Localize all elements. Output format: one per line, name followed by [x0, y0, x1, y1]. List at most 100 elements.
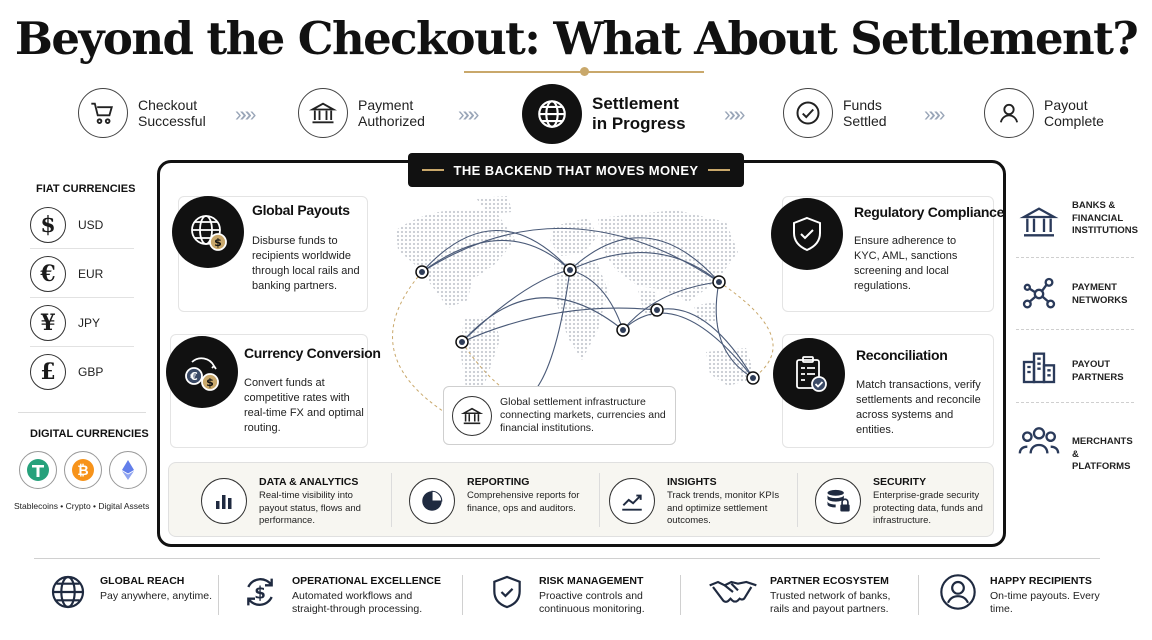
step-label: Payout Complete	[1044, 97, 1104, 129]
feature-desc: Convert funds at competitive rates with …	[244, 377, 364, 434]
step-label: Payment Authorized	[358, 97, 425, 129]
partner-label: PAYMENT NETWORKS	[1072, 282, 1128, 306]
strip-title: SECURITY	[873, 476, 927, 488]
person-circle-icon	[938, 570, 978, 614]
currency-code: USD	[78, 217, 104, 232]
divider	[918, 575, 919, 615]
strip-desc: Comprehensive reports for finance, ops a…	[467, 490, 580, 514]
partner-banks: BANKS & FINANCIAL INSTITUTIONS	[1016, 186, 1138, 258]
benefit-title: OPERATIONAL EXCELLENCE	[292, 575, 441, 587]
feature-title: Global Payouts	[252, 202, 350, 218]
step-label: Checkout Successful	[138, 97, 206, 129]
bank-icon	[452, 395, 492, 436]
page-title: Beyond the Checkout: What About Settleme…	[14, 12, 1139, 65]
network-icon	[1016, 272, 1062, 316]
globe-coin-icon: $	[172, 196, 244, 268]
svg-text:$: $	[254, 584, 266, 603]
euro-icon: €	[30, 255, 66, 292]
divider	[680, 575, 681, 615]
benefit-title: GLOBAL REACH	[100, 575, 185, 587]
handshake-icon	[706, 570, 760, 614]
benefit-title: HAPPY RECIPIENTS	[990, 575, 1092, 587]
divider	[797, 473, 798, 527]
map-caption: Global settlement infrastructure connect…	[500, 396, 666, 434]
map-caption-card: Global settlement infrastructure connect…	[443, 386, 676, 445]
currency-code: JPY	[78, 315, 101, 330]
svg-text:€: €	[189, 370, 198, 383]
divider	[18, 412, 146, 413]
people-icon	[1016, 418, 1062, 462]
partner-merchants: MERCHANTS & PLATFORMS	[1016, 404, 1134, 476]
currency-jpy: ¥ JPY	[30, 299, 134, 347]
strip-desc: Track trends, monitor KPIs and optimize …	[667, 490, 780, 526]
database-lock-icon	[815, 478, 861, 524]
strip-title: REPORTING	[467, 476, 530, 488]
benefit-desc: On-time payouts. Every time.	[990, 590, 1100, 615]
svg-text:$: $	[206, 376, 214, 389]
globe-icon	[522, 84, 582, 144]
clipboard-check-icon	[773, 338, 845, 410]
bar-chart-icon	[201, 478, 247, 524]
partner-label: BANKS & FINANCIAL INSTITUTIONS	[1072, 200, 1138, 236]
panel-banner: THE BACKEND THAT MOVES MONEY	[408, 153, 744, 187]
partner-networks: PAYMENT NETWORKS	[1016, 258, 1134, 330]
digital-caption: Stablecoins • Crypto • Digital Assets	[14, 501, 150, 511]
dollar-cycle-icon: $	[240, 570, 280, 614]
feature-title: Reconciliation	[856, 347, 948, 363]
pound-icon: £	[30, 354, 66, 390]
buildings-icon	[1016, 345, 1062, 389]
bitcoin-icon: ₿	[64, 451, 102, 489]
step-payout-complete: Payout Complete	[984, 88, 1124, 138]
divider	[599, 473, 600, 527]
dollar-icon: $	[30, 206, 66, 243]
currency-gbp: £ GBP	[30, 348, 134, 396]
feature-title: Currency Conversion	[244, 345, 381, 361]
pie-chart-icon	[409, 478, 455, 524]
divider	[462, 575, 463, 615]
world-map	[376, 190, 776, 440]
bank-icon	[298, 88, 348, 138]
feature-title: Regulatory Compliance	[854, 204, 1005, 220]
chevron-right-icon: »»»	[458, 104, 480, 126]
benefit-desc: Automated workflows and straight-through…	[292, 590, 423, 615]
step-payment-authorized: Payment Authorized	[298, 88, 438, 138]
cart-icon	[78, 88, 128, 138]
benefit-title: RISK MANAGEMENT	[539, 575, 644, 587]
benefit-title: PARTNER ECOSYSTEM	[770, 575, 889, 587]
capabilities-strip: DATA & ANALYTICS Real-time visibility in…	[168, 462, 994, 537]
divider	[391, 473, 392, 527]
globe-icon	[48, 570, 88, 614]
chevron-right-icon: »»»	[235, 104, 257, 126]
currency-code: EUR	[78, 266, 104, 281]
bank-icon	[1016, 200, 1062, 244]
partner-label: MERCHANTS & PLATFORMS	[1072, 436, 1133, 472]
title-divider-dot	[580, 67, 589, 76]
ethereum-icon	[109, 451, 147, 489]
step-label: Funds Settled	[843, 97, 887, 129]
banner-rule	[421, 169, 444, 171]
feature-desc: Match transactions, verify settlements a…	[856, 379, 981, 436]
step-settlement-in-progress: Settlement in Progress	[522, 84, 692, 144]
svg-text:₿: ₿	[77, 463, 88, 479]
currency-code: GBP	[78, 365, 104, 379]
shield-check-icon	[771, 198, 843, 270]
trend-up-icon	[609, 478, 655, 524]
strip-title: INSIGHTS	[667, 476, 717, 488]
chevron-right-icon: »»»	[924, 104, 946, 126]
currency-exchange-icon: €$	[166, 336, 238, 408]
feature-desc: Ensure adherence to KYC, AML, sanctions …	[854, 235, 958, 292]
step-funds-settled: Funds Settled	[783, 88, 923, 138]
benefit-desc: Trusted network of banks, rails and payo…	[770, 590, 891, 615]
step-label: Settlement in Progress	[592, 94, 686, 133]
chevron-right-icon: »»»	[724, 104, 746, 126]
partner-label: PAYOUT PARTNERS	[1072, 359, 1124, 383]
digital-heading: DIGITAL CURRENCIES	[30, 428, 149, 440]
bottom-divider	[34, 558, 1100, 559]
partner-payout: PAYOUT PARTNERS	[1016, 331, 1134, 403]
fiat-heading: FIAT CURRENCIES	[36, 183, 136, 195]
strip-title: DATA & ANALYTICS	[259, 476, 359, 488]
benefit-desc: Pay anywhere, anytime.	[100, 590, 213, 602]
shield-check-icon	[487, 570, 527, 614]
divider	[218, 575, 219, 615]
banner-rule	[708, 169, 731, 171]
